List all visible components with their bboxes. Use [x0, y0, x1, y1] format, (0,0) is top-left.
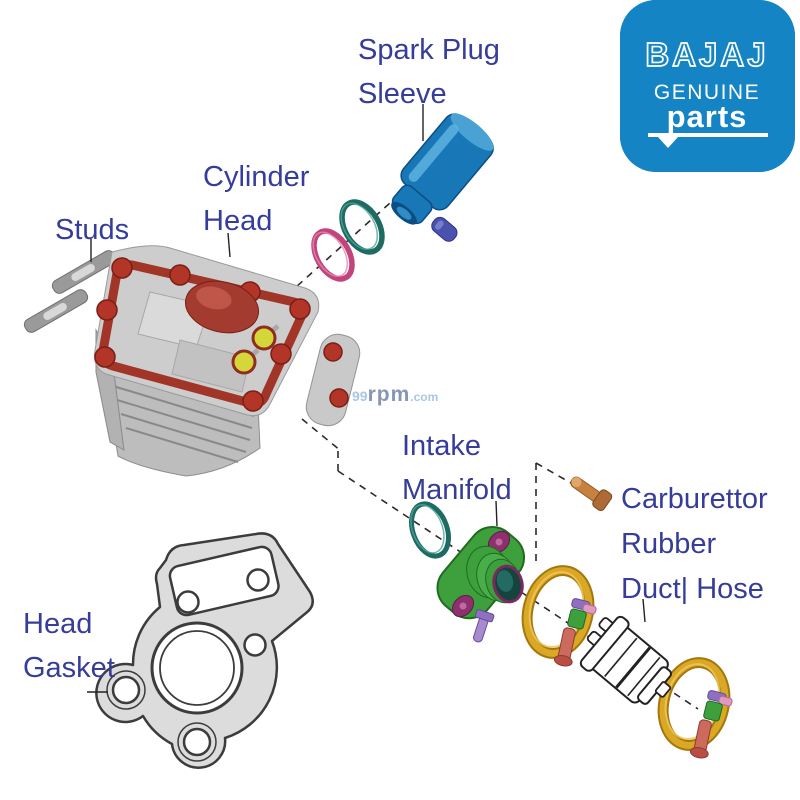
- o-ring-pink: [311, 228, 355, 282]
- logo-underline-notch: [658, 137, 678, 148]
- label-cylinder-head: Cylinder Head: [203, 155, 309, 243]
- logo-brand-text: BAJAJ: [645, 36, 768, 73]
- leader-carburettor-duct: [642, 598, 646, 623]
- label-line: Studs: [55, 214, 130, 246]
- label-line: Manifold: [402, 474, 512, 506]
- cylinder-head-part: [94, 245, 361, 477]
- label-line: Gasket: [23, 652, 115, 684]
- watermark-rpm: rpm: [367, 383, 411, 406]
- label-line: Carburettor: [621, 483, 768, 515]
- label-line: Sleeve: [358, 78, 447, 110]
- logo-art: BAJAJ GENUINE parts: [620, 0, 795, 172]
- clamp-bolt: [570, 476, 613, 512]
- explosion-axis-dashed-lines: [295, 185, 699, 710]
- intake-manifold-part: [436, 526, 526, 643]
- logo-parts-text: parts: [667, 99, 748, 134]
- leader-cylinder-head: [227, 232, 231, 258]
- logo-genuine-text: GENUINE: [654, 81, 760, 104]
- bajaj-genuine-parts-logo: BAJAJ GENUINE parts: [620, 0, 795, 172]
- axis-head-to-clamp: [301, 418, 699, 710]
- label-line: Intake: [402, 430, 481, 462]
- leader-lines: [87, 104, 646, 693]
- label-intake-manifold: Intake Manifold: [402, 424, 512, 512]
- axis-bolt-branch: [535, 462, 572, 566]
- label-carburettor-duct: Carburettor Rubber Duct| Hose: [621, 477, 768, 612]
- watermark-num: 99: [352, 388, 368, 404]
- label-line: Rubber: [621, 528, 717, 560]
- spark-plug-cap: [431, 216, 458, 242]
- valve-adjusters: [231, 324, 280, 375]
- label-line: Head: [23, 608, 93, 640]
- o-ring-teal-upper: [339, 199, 385, 255]
- label-line: Head: [203, 205, 273, 237]
- logo-background: [620, 0, 795, 172]
- manifold-bolt: [473, 609, 495, 643]
- label-line: Spark Plug: [358, 34, 500, 66]
- label-line: Cylinder: [203, 161, 310, 193]
- spark-plug-sleeve-part: [391, 113, 494, 225]
- stud-1: [51, 250, 117, 294]
- carburettor-duct-part: [579, 615, 672, 705]
- label-studs: Studs: [55, 208, 129, 252]
- head-gasket-part: [95, 532, 314, 769]
- label-spark-plug-sleeve: Spark Plug Sleeve: [358, 28, 500, 116]
- label-head-gasket: Head Gasket: [23, 602, 115, 690]
- watermark-com: .com: [410, 390, 439, 404]
- leader-intake-manifold: [495, 500, 498, 527]
- stud-2: [23, 289, 89, 333]
- o-ring-teal-lower: [409, 501, 451, 559]
- label-line: Duct| Hose: [621, 573, 764, 605]
